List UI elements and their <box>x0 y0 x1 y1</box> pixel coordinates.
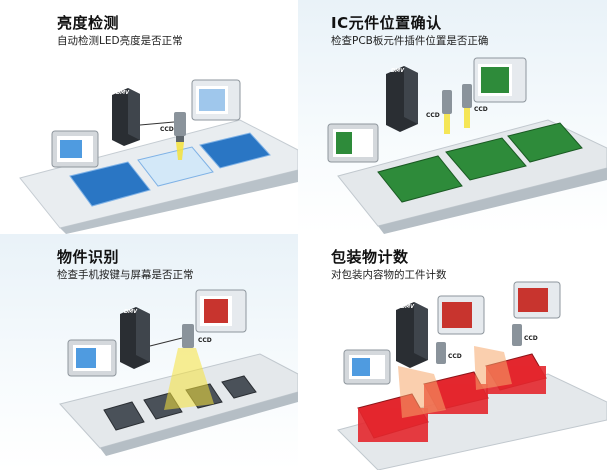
panel-ic-position: DMV CCD CCD IC元件位置确认 检查PCB板元件插件位置是否正确 <box>298 0 607 234</box>
pcb-board <box>377 122 583 203</box>
panel-object-recognition: DMV CCD 物件识别 检查手机按键与屏幕是否正常 <box>0 234 298 470</box>
monitor <box>343 349 391 385</box>
led-panel <box>69 132 271 207</box>
object-recognition-scene: DMV CCD <box>59 289 298 456</box>
panel-package-counting: DMV CCD CCD 包装物计数 对包装内容物的工件计数 <box>298 234 607 470</box>
vision-controller: DMV <box>396 302 428 368</box>
monitor <box>51 130 99 168</box>
light-beam-2 <box>474 346 512 390</box>
monitor <box>67 339 117 377</box>
vision-controller: DMV <box>120 307 150 369</box>
light-beam <box>398 366 446 418</box>
package-counting-scene: DMV CCD CCD <box>337 281 607 470</box>
ic-position-scene: DMV CCD CCD <box>327 57 607 234</box>
callout-screen <box>195 289 247 333</box>
controller-brand-label: DMV <box>401 304 415 310</box>
panel-title: IC元件位置确认 <box>331 14 442 32</box>
panel-title: 包装物计数 <box>331 248 409 266</box>
ccd-camera: CCD <box>160 112 186 142</box>
callout-screen <box>473 57 527 103</box>
ccd-camera: CCD CCD <box>436 324 538 364</box>
panel-title: 物件识别 <box>57 248 120 266</box>
brightness-scene: DMV CCD <box>19 79 298 234</box>
controller-brand-label: DMV <box>124 309 138 315</box>
panel-brightness-detection: DMV CCD 亮度检测 自动检测LED亮度是否正常 <box>0 0 298 234</box>
panel-subtitle: 检查PCB板元件插件位置是否正确 <box>331 35 489 47</box>
ccd-label-2: CCD <box>474 106 488 113</box>
panel-title: 亮度检测 <box>57 14 120 32</box>
ccd-label: CCD <box>426 112 440 119</box>
monitor <box>327 123 379 163</box>
callout-screen <box>437 281 561 335</box>
panel-subtitle: 对包装内容物的工件计数 <box>331 269 447 281</box>
controller-brand-label: DMV <box>391 68 405 74</box>
ccd-label: CCD <box>160 126 174 133</box>
ccd-label: CCD <box>198 337 212 344</box>
ccd-camera: CCD CCD <box>426 84 488 119</box>
ccd-camera: CCD <box>182 324 212 348</box>
ccd-label: CCD <box>448 353 462 360</box>
vision-controller: DMV <box>112 88 140 146</box>
vision-controller: DMV <box>386 66 418 132</box>
panel-subtitle: 自动检测LED亮度是否正常 <box>57 35 183 47</box>
callout-screen <box>191 79 241 121</box>
controller-brand-label: DMV <box>116 90 130 96</box>
light-beam <box>164 348 214 410</box>
ccd-label-2: CCD <box>524 335 538 342</box>
panel-subtitle: 检查手机按键与屏幕是否正常 <box>57 269 194 281</box>
